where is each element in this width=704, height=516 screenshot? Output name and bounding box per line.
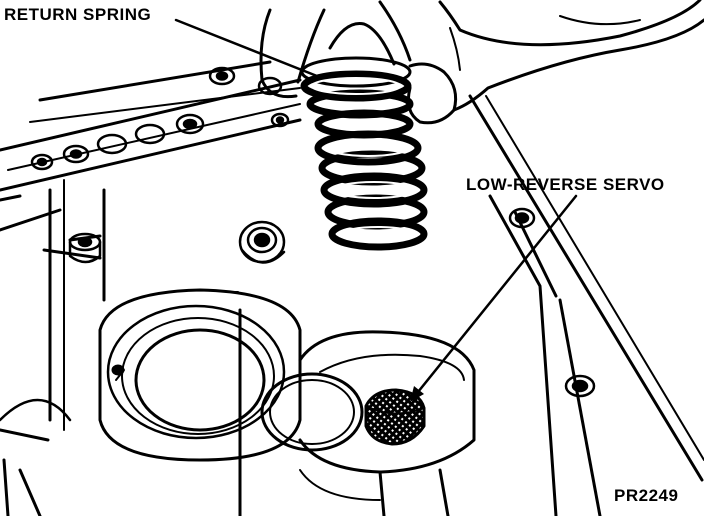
- callout-leaders: [174, 18, 578, 402]
- small-bore: [260, 372, 364, 452]
- case-right-wall: [468, 94, 704, 516]
- case-side-bolts: [508, 207, 596, 398]
- low-reverse-servo-piston: [364, 388, 426, 446]
- center-plug: [238, 220, 286, 264]
- servo-leader-line: [416, 194, 578, 394]
- return-spring: [300, 56, 428, 251]
- accumulator-bore: [98, 288, 302, 462]
- return-spring-label: RETURN SPRING: [4, 5, 152, 24]
- servo-leader-arrowhead: [410, 386, 424, 402]
- case-flange: [0, 60, 302, 232]
- low-reverse-servo-label: LOW-REVERSE SERVO: [466, 175, 665, 194]
- technician-fingers: [259, 0, 704, 125]
- case-left-walls: [0, 179, 242, 516]
- figure-code-label: PR2249: [614, 486, 679, 505]
- deck-boss: [68, 232, 102, 264]
- flange-bolt-holes: [30, 66, 290, 171]
- return-spring-leader-line: [174, 18, 324, 80]
- servo-bore: [298, 330, 476, 516]
